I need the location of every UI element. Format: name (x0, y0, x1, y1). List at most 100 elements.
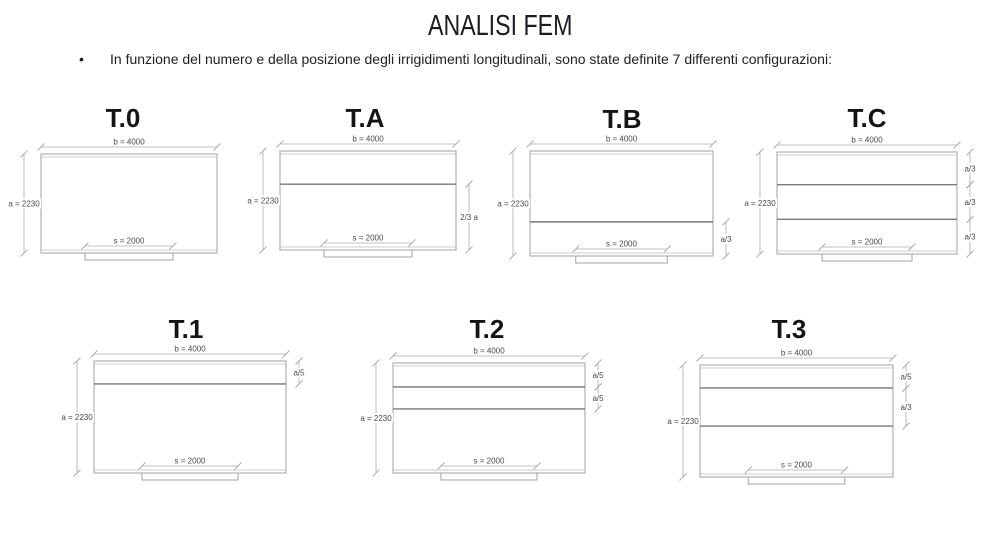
dim-label-mask (586, 369, 610, 380)
dim-label: a = 2230 (360, 414, 392, 423)
dim-label-mask (743, 198, 777, 208)
dim-tick (744, 466, 753, 474)
dimension-b: b = 4000 (773, 136, 961, 149)
dim-label: a/3 (964, 233, 976, 242)
dim-label: b = 4000 (174, 345, 206, 354)
dim-label-mask (7, 198, 41, 209)
dimension-b: b = 4000 (276, 135, 460, 148)
dimension-a: a = 2230 (60, 357, 94, 477)
dim-tick (679, 361, 687, 369)
dim-tick (73, 357, 81, 365)
dim-tick (20, 249, 28, 257)
dim-tick (756, 250, 764, 258)
dim-tick (722, 218, 730, 226)
dim-tick (709, 140, 717, 148)
dim-label-mask (958, 196, 982, 207)
dim-label: 2/3 a (460, 213, 478, 222)
bullet-marker: • (79, 51, 84, 67)
dim-tick (594, 359, 602, 367)
diagram-title: T.C (848, 103, 887, 133)
dim-label: s = 2000 (474, 457, 505, 466)
dimension-s: s = 2000 (744, 461, 849, 474)
dim-label: a = 2230 (744, 199, 776, 208)
dim-tick (213, 143, 221, 151)
dim-tick (90, 350, 98, 358)
dimension-right: 2/3 a (457, 180, 481, 254)
dim-label-mask (359, 413, 393, 423)
dim-label: b = 4000 (473, 347, 505, 356)
bullet-row: • In funzione del numero e della posizio… (79, 51, 939, 68)
bottom-tab (141, 473, 239, 481)
dim-tick (679, 473, 687, 481)
dim-tick (81, 242, 89, 250)
dim-tick (276, 140, 284, 148)
dim-tick (526, 140, 534, 148)
dim-label-mask (894, 402, 918, 412)
dim-label: a/3 (900, 403, 912, 412)
dim-label: b = 4000 (851, 136, 883, 145)
dimension-a: a = 2230 (743, 148, 777, 258)
dimension-a: a = 2230 (496, 147, 530, 260)
dim-tick (840, 466, 849, 474)
dim-label: s = 2000 (606, 240, 637, 249)
bottom-tab (440, 473, 538, 481)
dim-label: a/3 (720, 235, 732, 244)
slide-title: ANALISI FEM (427, 10, 573, 42)
dim-tick (663, 245, 672, 253)
diagram-ta: T.A b = 4000 s = 2000 a = 2230 2/3 a (246, 103, 481, 258)
dimension-a: a = 2230 (666, 361, 700, 481)
dim-tick (73, 469, 81, 477)
dimension-s: s = 2000 (138, 457, 242, 470)
dim-label: s = 2000 (781, 461, 812, 470)
dim-label: b = 4000 (606, 135, 638, 144)
dim-tick (966, 148, 974, 156)
dim-tick (571, 245, 580, 253)
bottom-tab (84, 253, 174, 261)
dimension-s: s = 2000 (571, 240, 672, 253)
diagram-title: T.1 (169, 314, 204, 344)
dim-tick (295, 357, 303, 365)
dimension-b: b = 4000 (37, 138, 221, 151)
dim-tick (452, 140, 460, 148)
dim-tick (966, 250, 974, 258)
dimension-b: b = 4000 (526, 135, 717, 148)
dimension-right: a/5 (287, 357, 311, 388)
dim-tick (533, 462, 541, 470)
dim-tick (902, 384, 910, 392)
dim-tick (465, 180, 473, 189)
dim-tick (259, 246, 267, 254)
dim-tick (282, 350, 290, 358)
dim-label: b = 4000 (781, 349, 813, 358)
dim-label: s = 2000 (353, 234, 384, 243)
dim-tick (234, 462, 242, 470)
dimension-s: s = 2000 (818, 238, 916, 251)
dimension-right: a/5 (586, 383, 610, 413)
diagram-title: T.A (346, 103, 385, 133)
dim-label-mask (714, 233, 738, 244)
dim-tick (966, 215, 974, 224)
dim-tick (594, 383, 602, 391)
dim-label: a/5 (900, 372, 912, 381)
dim-label: s = 2000 (852, 238, 883, 247)
dim-tick (902, 422, 910, 430)
dim-tick (773, 141, 781, 149)
dim-tick (722, 252, 730, 260)
diagram-title: T.3 (772, 314, 807, 344)
dim-label: a/3 (964, 164, 976, 173)
dimension-a: a = 2230 (7, 150, 41, 257)
dim-label: a = 2230 (61, 413, 93, 422)
dim-label-mask (958, 163, 982, 174)
bullet-text: In funzione del numero e della posizione… (110, 51, 832, 67)
dim-tick (169, 242, 177, 250)
dim-label: a = 2230 (247, 197, 279, 206)
dimension-s: s = 2000 (320, 234, 416, 247)
dimension-right: a/3 (958, 180, 982, 224)
bottom-tab (575, 256, 668, 264)
dim-label: a = 2230 (497, 200, 529, 209)
dimension-s: s = 2000 (437, 457, 541, 470)
dim-label: b = 4000 (113, 138, 145, 147)
dimension-b: b = 4000 (389, 347, 589, 360)
bottom-tab (323, 250, 413, 258)
